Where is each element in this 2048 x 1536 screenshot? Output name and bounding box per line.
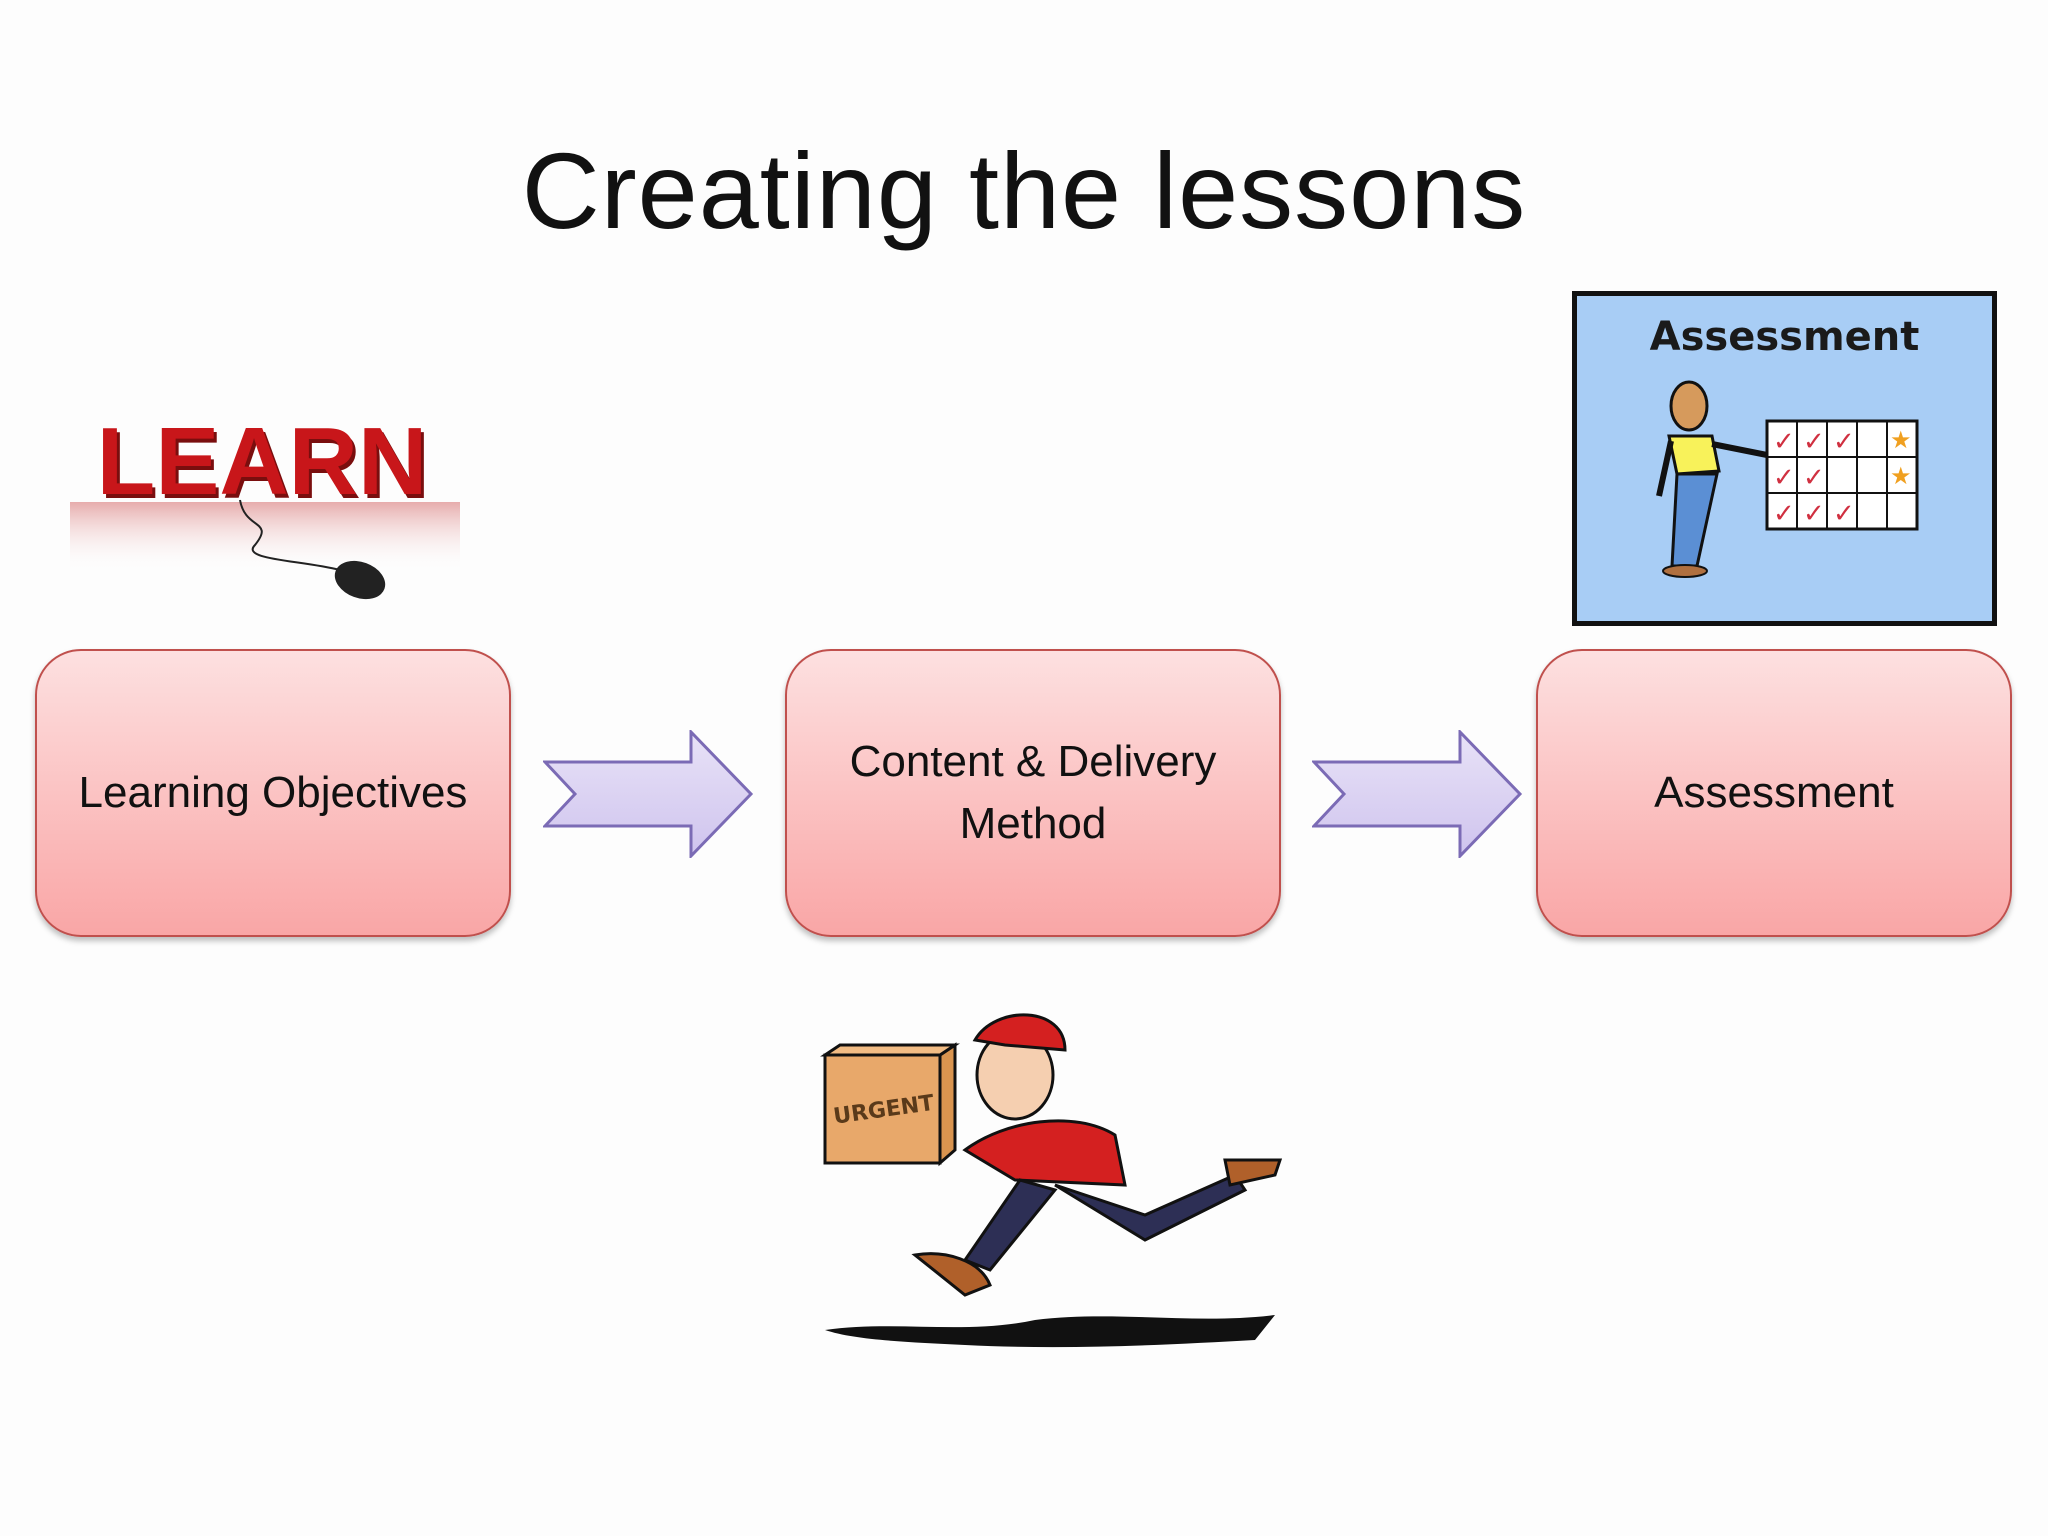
arrow-right-icon — [1312, 730, 1523, 858]
svg-text:✓: ✓ — [1803, 499, 1825, 529]
svg-text:LEARN: LEARN — [100, 412, 431, 519]
learn-image: LEARN LEARN — [70, 410, 460, 600]
courier-image: URGENT — [820, 1013, 1283, 1348]
assessment-image-title: Assessment — [1649, 314, 1920, 360]
svg-text:✓: ✓ — [1773, 499, 1795, 529]
step-assessment: Assessment — [1536, 649, 2012, 937]
step-label: Assessment — [1654, 768, 1894, 818]
svg-text:LEARN: LEARN — [97, 410, 428, 515]
svg-text:✓: ✓ — [1803, 427, 1825, 457]
svg-text:★: ★ — [1890, 462, 1912, 490]
assessment-image: Assessment ✓ ✓ ✓ ✓ ✓ ✓ ✓ ✓ ★ ★ — [1572, 291, 1997, 626]
person-checklist-icon: ✓ ✓ ✓ ✓ ✓ ✓ ✓ ✓ ★ ★ — [1656, 380, 1919, 578]
svg-text:✓: ✓ — [1773, 463, 1795, 493]
svg-text:★: ★ — [1890, 426, 1912, 454]
arrow-right-icon — [543, 730, 754, 858]
step-content-delivery: Content & Delivery Method — [785, 649, 1281, 937]
svg-text:✓: ✓ — [1833, 427, 1855, 457]
slide-title: Creating the lessons — [521, 130, 1527, 251]
step-label: Content & Delivery Method — [849, 737, 1217, 848]
svg-text:✓: ✓ — [1773, 427, 1795, 457]
svg-text:✓: ✓ — [1833, 499, 1855, 529]
svg-text:✓: ✓ — [1803, 463, 1825, 493]
step-label: Learning Objectives — [78, 768, 468, 818]
step-learning-objectives: Learning Objectives — [35, 649, 511, 937]
